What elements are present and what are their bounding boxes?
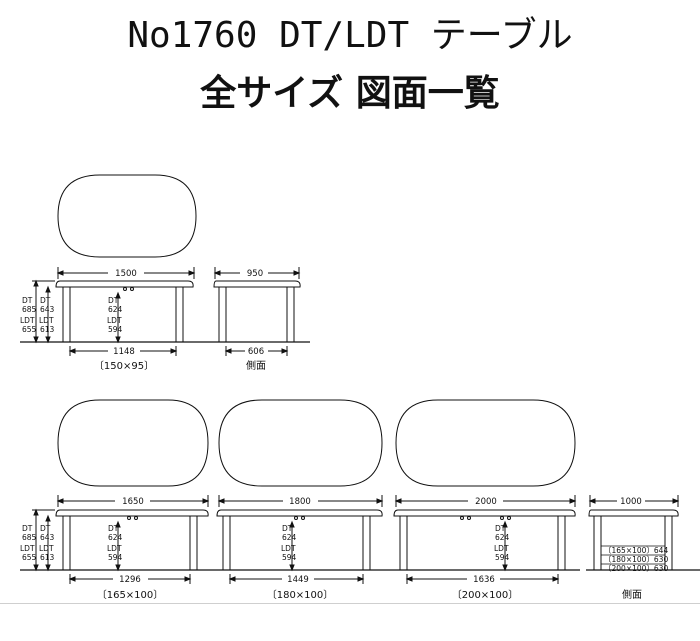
table-180-drawing: 1800 DT 624 LDT 594 1449 〔180×100〕	[216, 399, 384, 601]
table-150-top-view	[57, 174, 197, 258]
title-line-1: No1760 DT/LDT テーブル	[127, 15, 573, 56]
dt-label: DT	[40, 524, 51, 533]
dt-under-height: 643	[40, 533, 55, 542]
side-100-depth-label: 1000	[620, 497, 642, 507]
ldt-label: LDT	[20, 316, 35, 325]
table-150-width-dim: 1500	[56, 267, 196, 279]
dt-leg-height: 624	[282, 533, 297, 542]
table-150-size-label: 〔150×95〕	[94, 360, 154, 372]
ldt-label: LDT	[107, 544, 122, 553]
dt-leg-height: 624	[108, 305, 123, 314]
ldt-leg-height: 594	[108, 553, 123, 562]
table-150-width-label: 1500	[115, 269, 137, 279]
ldt-label: LDT	[39, 316, 54, 325]
ldt-under-height: 613	[40, 325, 55, 334]
title-line-2: 全サイズ 図面一覧	[200, 73, 500, 114]
dt-total-height: 685	[22, 305, 37, 314]
side-100-span-165: 〔165×100〕644	[604, 546, 668, 555]
side-100-span-200: 〔200×100〕630	[604, 564, 668, 573]
table-200-width-label: 2000	[475, 497, 497, 507]
side-100-label: 側面	[622, 588, 642, 601]
side-100-span-180: 〔180×100〕630	[604, 555, 668, 564]
side-view-95: 950 606 側面	[213, 267, 301, 372]
ldt-label: LDT	[20, 544, 35, 553]
side-95-label: 側面	[246, 359, 266, 372]
ldt-label: LDT	[39, 544, 54, 553]
table-180-size-label: 〔180×100〕	[267, 589, 334, 601]
dt-leg-height: 624	[108, 533, 123, 542]
ldt-label: LDT	[107, 316, 122, 325]
dt-label: DT	[282, 524, 293, 533]
dt-label: DT	[108, 524, 119, 533]
table-165-width-label: 1650	[122, 497, 144, 507]
table-180-width-label: 1800	[289, 497, 311, 507]
table-150-drawing: 1500 DT 685 LDT 655 DT 643	[20, 174, 310, 372]
dt-label: DT	[22, 524, 33, 533]
table-150-leg-span-label: 1148	[113, 347, 135, 357]
side-95-leg-span-label: 606	[248, 347, 264, 357]
ldt-leg-height: 594	[108, 325, 123, 334]
table-180-leg-span-label: 1449	[287, 575, 309, 585]
ldt-leg-height: 594	[282, 553, 297, 562]
ldt-under-height: 613	[40, 553, 55, 562]
side-view-100: 1000 〔165×100〕644 〔180×100〕630 〔200×100〕…	[586, 495, 700, 601]
ldt-total-height: 655	[22, 325, 37, 334]
table-165-size-label: 〔165×100〕	[97, 589, 164, 601]
ldt-leg-height: 594	[495, 553, 510, 562]
dt-label: DT	[108, 296, 119, 305]
bottom-rule	[0, 603, 700, 604]
table-150-elevation	[20, 279, 310, 356]
table-165-leg-span-label: 1296	[119, 575, 141, 585]
ldt-total-height: 655	[22, 553, 37, 562]
table-200-drawing: 2000 DT 624 LDT 594 1636 〔200×100〕	[393, 399, 577, 601]
ldt-label: LDT	[281, 544, 296, 553]
dt-label: DT	[22, 296, 33, 305]
dt-label: DT	[40, 296, 51, 305]
dt-leg-height: 624	[495, 533, 510, 542]
table-200-size-label: 〔200×100〕	[452, 589, 519, 601]
dt-under-height: 643	[40, 305, 55, 314]
side-95-depth-label: 950	[247, 269, 263, 279]
table-200-leg-span-label: 1636	[473, 575, 495, 585]
dt-total-height: 685	[22, 533, 37, 542]
dt-label: DT	[495, 524, 506, 533]
table-165-drawing: 1650 DT 685 LDT 655 DT 643 LDT 613 DT 62…	[20, 399, 580, 601]
ldt-label: LDT	[494, 544, 509, 553]
